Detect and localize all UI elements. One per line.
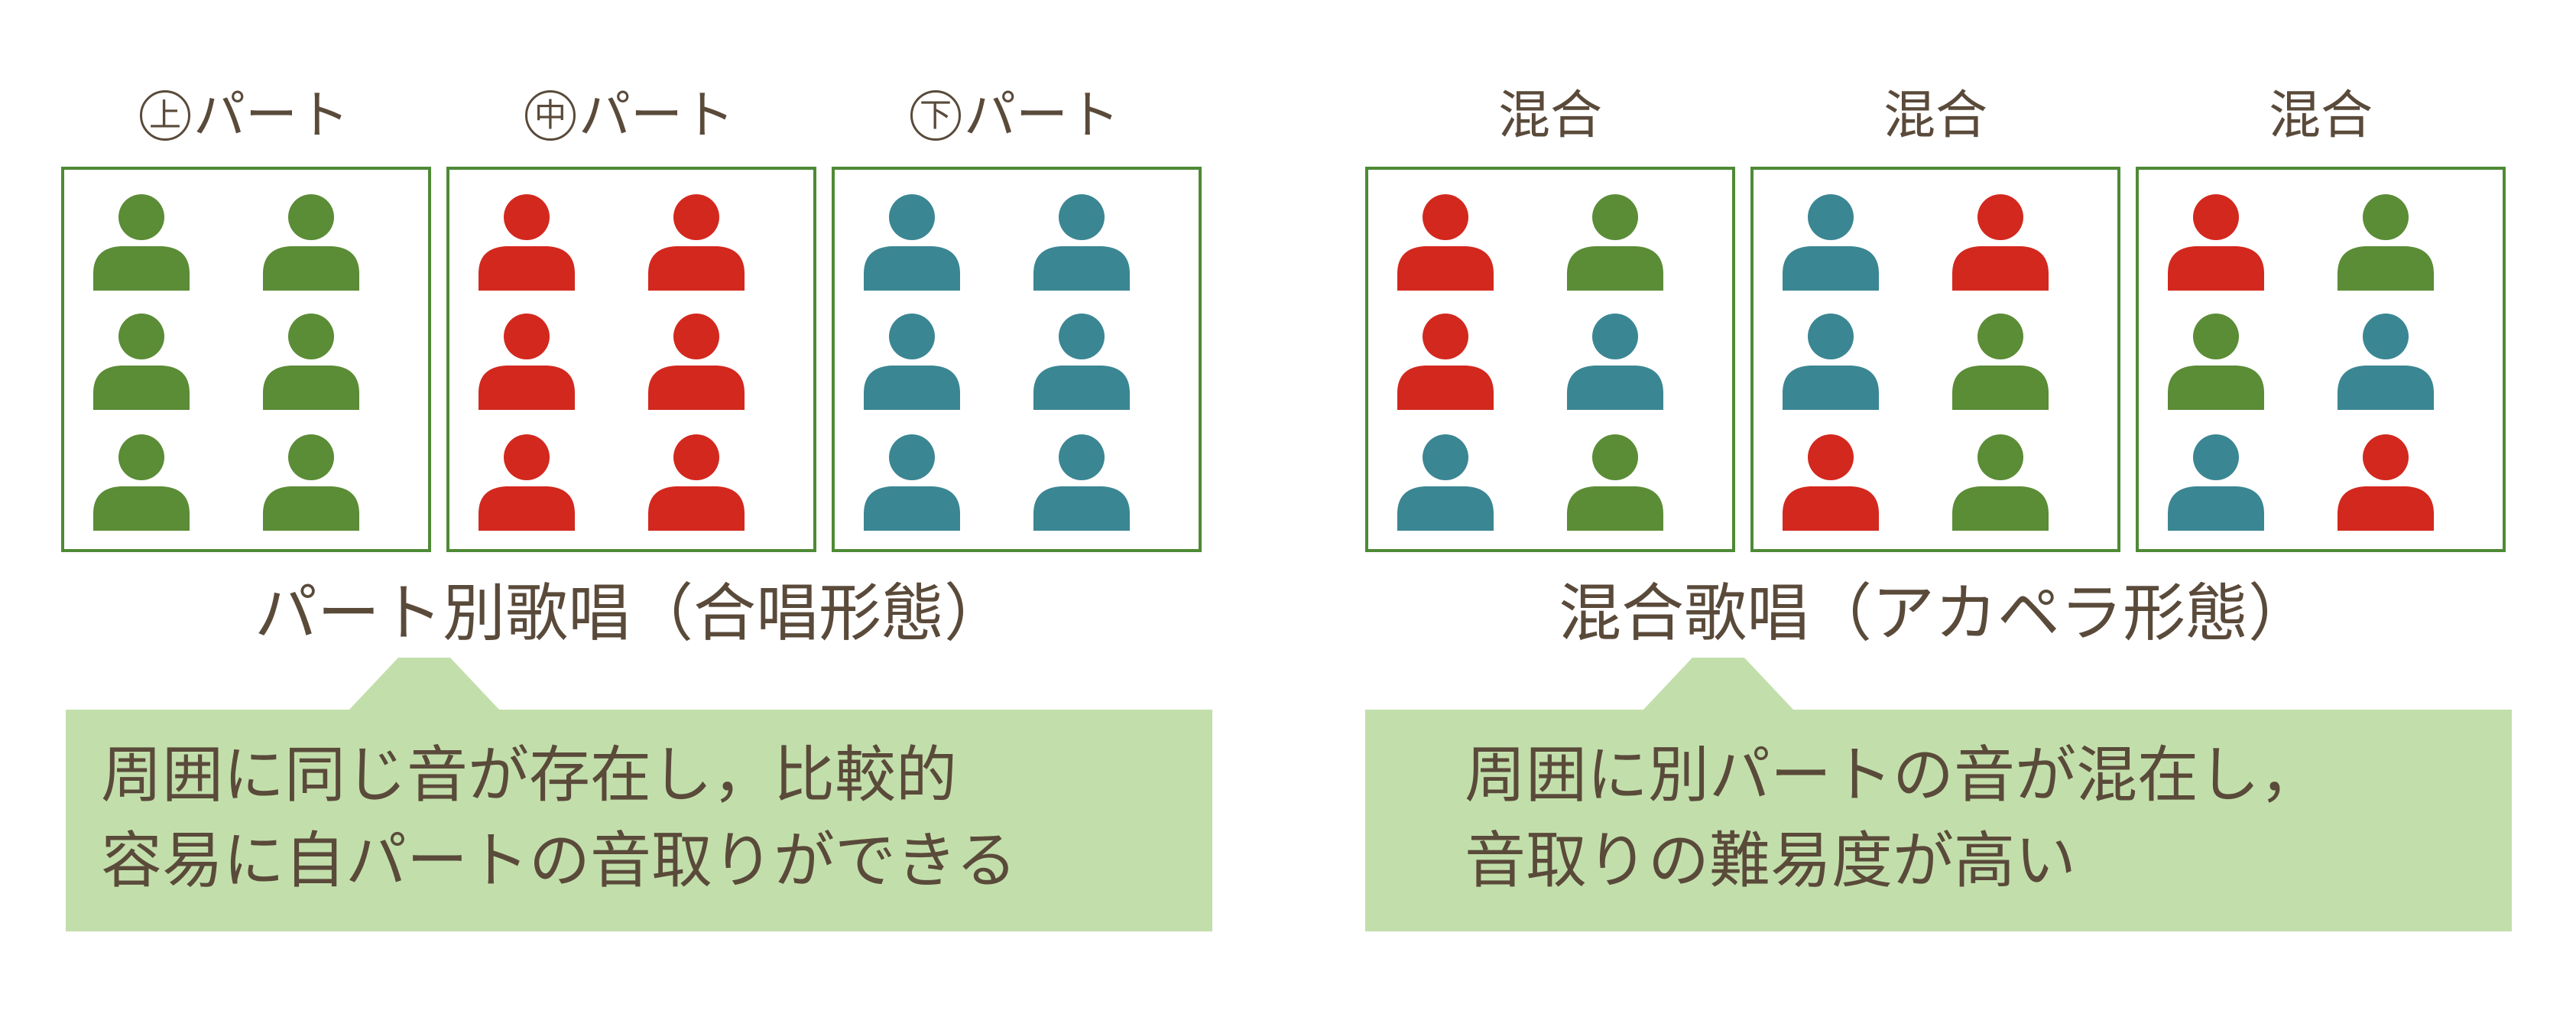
mixed-label-2: 混合 xyxy=(1883,86,1987,146)
singer-teal-icon xyxy=(1783,194,1879,291)
singer-red-icon xyxy=(1952,194,2049,291)
singer-red-icon xyxy=(479,434,575,531)
singer-green-icon xyxy=(93,194,190,291)
mixed-box-2 xyxy=(1750,167,2120,552)
part-suffix: パート xyxy=(193,86,349,146)
left-note-line-2: 容易に自パートの音取りができる xyxy=(101,825,1017,896)
singer-red-icon xyxy=(479,314,575,410)
part-box-upper xyxy=(61,167,431,552)
mixed-box-1 xyxy=(1365,167,1735,552)
singer-green-icon xyxy=(1952,314,2049,410)
mixed-label-1: 混合 xyxy=(1497,86,1602,146)
singer-green-icon xyxy=(93,314,190,410)
singer-green-icon xyxy=(2338,194,2434,291)
singer-teal-icon xyxy=(2338,314,2434,410)
right-caption: 混合歌唱（アカペラ形態） xyxy=(1558,577,2311,650)
right-note-line-2: 音取りの難易度が高い xyxy=(1465,825,2076,896)
singer-green-icon xyxy=(263,314,359,410)
mixed-label-3: 混合 xyxy=(2268,86,2373,146)
singer-green-icon xyxy=(1567,194,1663,291)
left-note: 周囲に同じ音が存在し，比較的 容易に自パートの音取りができる xyxy=(66,710,1212,931)
left-note-line-1: 周囲に同じ音が存在し，比較的 xyxy=(101,739,957,811)
singer-red-icon xyxy=(648,314,745,410)
singer-green-icon xyxy=(1567,434,1663,531)
part-box-lower xyxy=(832,167,1202,552)
singer-green-icon xyxy=(263,434,359,531)
singer-red-icon xyxy=(1397,314,1494,410)
singer-red-icon xyxy=(479,194,575,291)
singer-red-icon xyxy=(2168,194,2264,291)
right-note-line-1: 周囲に別パートの音が混在し， xyxy=(1465,739,2321,811)
singer-teal-icon xyxy=(1033,194,1130,291)
singer-teal-icon xyxy=(1033,434,1130,531)
part-label-upper: 上パート xyxy=(61,90,428,144)
right-note: 周囲に別パートの音が混在し， 音取りの難易度が高い xyxy=(1365,710,2512,931)
lower-mark: 下 xyxy=(910,90,961,141)
part-suffix: パート xyxy=(578,86,735,146)
right-note-pointer xyxy=(1642,658,1795,711)
singer-teal-icon xyxy=(1567,314,1663,410)
singer-teal-icon xyxy=(864,314,960,410)
singer-green-icon xyxy=(2168,314,2264,410)
upper-mark: 上 xyxy=(139,90,190,141)
singer-teal-icon xyxy=(1397,434,1494,531)
singer-red-icon xyxy=(1783,434,1879,531)
singer-teal-icon xyxy=(1033,314,1130,410)
part-box-middle xyxy=(446,167,816,552)
singer-teal-icon xyxy=(864,194,960,291)
singer-teal-icon xyxy=(2168,434,2264,531)
mixed-box-3 xyxy=(2136,167,2506,552)
part-label-lower: 下パート xyxy=(832,90,1199,144)
singer-green-icon xyxy=(263,194,359,291)
left-note-pointer xyxy=(348,658,501,711)
singer-teal-icon xyxy=(864,434,960,531)
singer-red-icon xyxy=(1397,194,1494,291)
singer-green-icon xyxy=(93,434,190,531)
part-label-middle: 中パート xyxy=(446,90,813,144)
middle-mark: 中 xyxy=(524,90,576,141)
singer-red-icon xyxy=(648,194,745,291)
singer-red-icon xyxy=(648,434,745,531)
part-suffix: パート xyxy=(963,86,1120,146)
singer-teal-icon xyxy=(1783,314,1879,410)
singer-red-icon xyxy=(2338,434,2434,531)
left-caption: パート別歌唱（合唱形態） xyxy=(254,577,1007,650)
singer-green-icon xyxy=(1952,434,2049,531)
